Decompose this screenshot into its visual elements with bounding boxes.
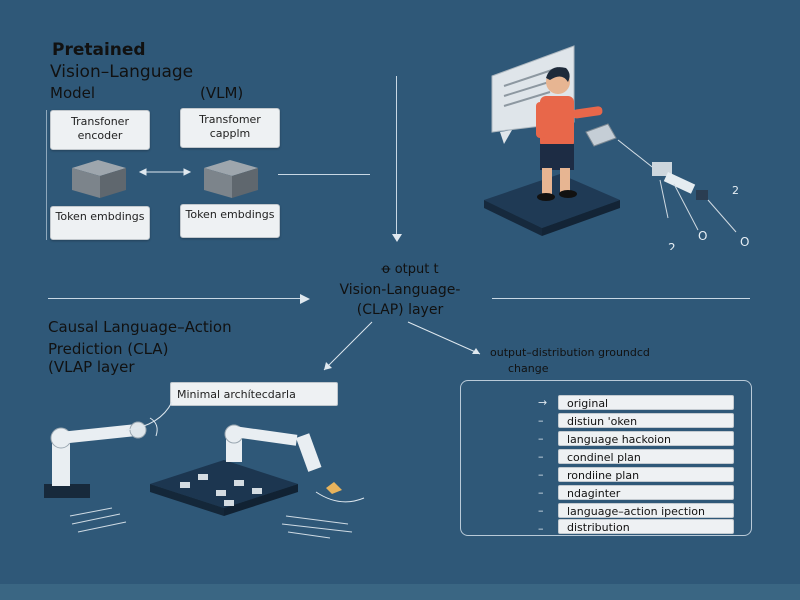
dash-icon: – xyxy=(538,504,544,517)
robot-arms-board-illustration xyxy=(44,417,365,539)
token-embeddings-box-1: Token embdings xyxy=(50,206,150,240)
arrow-right-icon xyxy=(300,294,310,304)
connector-line-vertical xyxy=(396,76,397,240)
robot-number-2-top: 2 xyxy=(732,184,739,197)
cla-title-line1: Causal Language–Action xyxy=(48,318,232,336)
robot-letter-o-1: O xyxy=(698,229,707,243)
vlm-title-line1: Pretained xyxy=(52,40,146,60)
dash-icon: – xyxy=(538,522,544,535)
robot-letter-o-2: O xyxy=(740,235,749,249)
distribution-header-line1: output–distribution groundcd xyxy=(490,346,650,359)
arrow-down-icon xyxy=(392,234,402,242)
small-robot-arm-icon xyxy=(617,139,737,233)
distribution-header-line2: change xyxy=(508,362,549,375)
vlm-title-line3-right: (VLM) xyxy=(200,84,244,102)
distribution-row: language–action ipection xyxy=(558,503,734,518)
vlm-title-line3-left: Model xyxy=(50,84,96,102)
distribution-row: language hackoion xyxy=(558,431,734,446)
token-embeddings-box-2: Token embdings xyxy=(180,204,280,238)
distribution-row: distiun 'oken xyxy=(558,413,734,428)
minimal-connector xyxy=(125,401,173,431)
vlm-title-line2: Vision–Language xyxy=(50,62,194,82)
dash-icon: – xyxy=(538,486,544,499)
bottom-band xyxy=(0,584,800,600)
distribution-panel xyxy=(460,380,752,536)
robot-number-2-bottom: 2 xyxy=(668,241,676,250)
layer-title-line2: (CLAP) layer xyxy=(356,302,444,318)
person-figure xyxy=(536,67,617,201)
transformer-caption-box: Transfomer capplm xyxy=(180,108,280,148)
platform xyxy=(484,174,620,236)
transformer-encoder-box: Transfoner encoder xyxy=(50,110,150,150)
diagonal-arrows xyxy=(323,321,481,371)
cube-right xyxy=(204,160,258,198)
connector-line-top xyxy=(278,174,370,175)
distribution-row: condinel plan xyxy=(558,449,734,464)
arrow-icon: → xyxy=(538,396,548,409)
double-arrow xyxy=(138,168,192,176)
person-with-tablet-illustration: 2 O O 2 xyxy=(484,45,749,250)
output-label: ꝋ otput t xyxy=(381,262,439,277)
minimal-architecture-label: Minimal archítecdarla xyxy=(170,382,338,406)
vlm-cubes-diagram xyxy=(72,160,258,198)
distribution-row: ndaginter xyxy=(558,485,734,500)
robot-arm-right xyxy=(224,424,365,503)
dash-icon: – xyxy=(538,468,544,481)
board-platform xyxy=(150,460,298,516)
divider-left xyxy=(48,298,308,299)
tiny-caption-lines xyxy=(69,507,353,539)
cla-title-line2: Prediction (CLA) xyxy=(48,340,169,358)
distribution-row: distribution xyxy=(558,519,734,534)
distribution-row: original xyxy=(558,395,734,410)
dash-icon: – xyxy=(538,414,544,427)
robot-arm-left xyxy=(44,417,158,498)
layer-title-line1: Vision-Language- xyxy=(339,282,461,298)
dash-icon: – xyxy=(538,450,544,463)
cla-title-line3: (VLAP layer xyxy=(48,358,135,376)
divider-right xyxy=(492,298,750,299)
dash-icon: – xyxy=(538,432,544,445)
cube-left xyxy=(72,160,126,198)
distribution-row: rondiine plan xyxy=(558,467,734,482)
